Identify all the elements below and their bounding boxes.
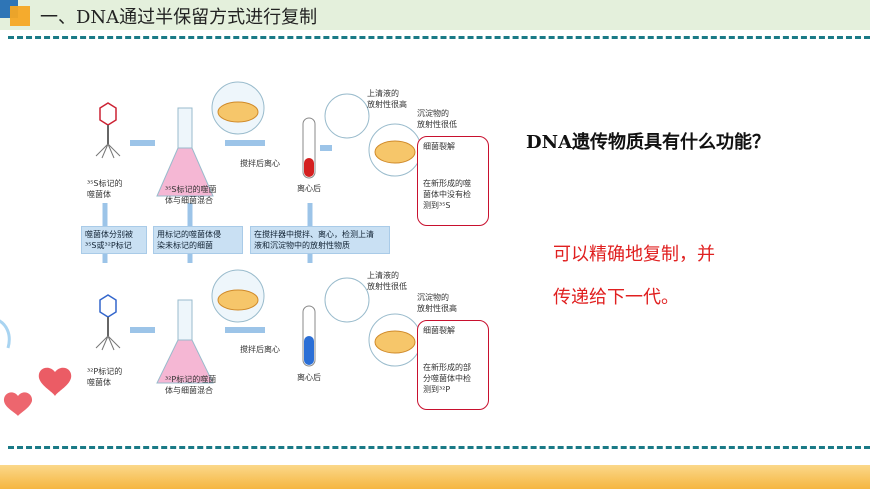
- flask-label-bottom: ³²P标记的噬菌 体与细菌混合: [165, 375, 217, 395]
- centrifuge-label-top: 离心后: [297, 184, 321, 193]
- question-text: DNA遗传物质具有什么功能？: [526, 132, 771, 153]
- sediment-label-top: 沉淀物的 放射性很低: [417, 109, 457, 129]
- supernatant-label-top: 上清液的 放射性很高: [367, 89, 407, 109]
- phage-icon-top: [95, 102, 121, 159]
- header-accent-orange: [10, 6, 30, 26]
- bottom-divider: [8, 446, 870, 449]
- lysis-title-bottom: 细菌裂解: [423, 326, 455, 335]
- lysis-text-bottom: 在新形成的部 分噬菌体中检 测到³²P: [423, 363, 471, 394]
- footer-bar: [0, 465, 870, 489]
- hershey-chase-figure: ³⁵S标记的 噬菌体 ³⁵S标记的噬菌 体与细菌混合 搅拌后离心 离心后 上清液…: [75, 78, 495, 413]
- flask-icon-bottom: [156, 299, 214, 384]
- answer-line-1: 可以精确地复制，并: [553, 244, 715, 265]
- phage-icon-bottom: [95, 294, 121, 351]
- answer-line-2: 传递给下一代。: [553, 287, 679, 308]
- hearts-decoration: [0, 319, 72, 416]
- header-bar: [0, 0, 870, 30]
- lysis-title-top: 细菌裂解: [423, 142, 455, 151]
- supernatant-label-bottom: 上清液的 放射性很低: [367, 271, 407, 291]
- flask-label-top: ³⁵S标记的噬菌 体与细菌混合: [165, 185, 217, 205]
- phage-label-top: ³⁵S标记的 噬菌体: [87, 179, 123, 199]
- lysis-text-top: 在新形成的噬 菌体中没有检 测到³⁵S: [423, 179, 471, 210]
- stir-label-bottom: 搅拌后离心: [240, 345, 280, 354]
- middle-box-2: 用标记的噬菌体侵 染未标记的细菌: [153, 226, 243, 254]
- stir-label-top: 搅拌后离心: [240, 159, 280, 168]
- page-title: 一、DNA通过半保留方式进行复制: [40, 7, 318, 28]
- sediment-label-bottom: 沉淀物的 放射性很高: [417, 293, 457, 313]
- middle-box-1: 噬菌体分别被 ³⁵S或³²P标记: [81, 226, 147, 254]
- flask-icon-top: [156, 107, 214, 197]
- lysis-box-bottom: 细菌裂解 在新形成的部 分噬菌体中检 测到³²P: [417, 320, 489, 410]
- middle-box-3: 在搅拌器中搅拌、离心，检测上清 液和沉淀物中的放射性物质: [250, 226, 390, 254]
- phage-label-bottom: ³²P标记的 噬菌体: [87, 367, 123, 387]
- top-divider: [8, 36, 870, 39]
- lysis-box-top: 细菌裂解 在新形成的噬 菌体中没有检 测到³⁵S: [417, 136, 489, 226]
- centrifuge-label-bottom: 离心后: [297, 373, 321, 382]
